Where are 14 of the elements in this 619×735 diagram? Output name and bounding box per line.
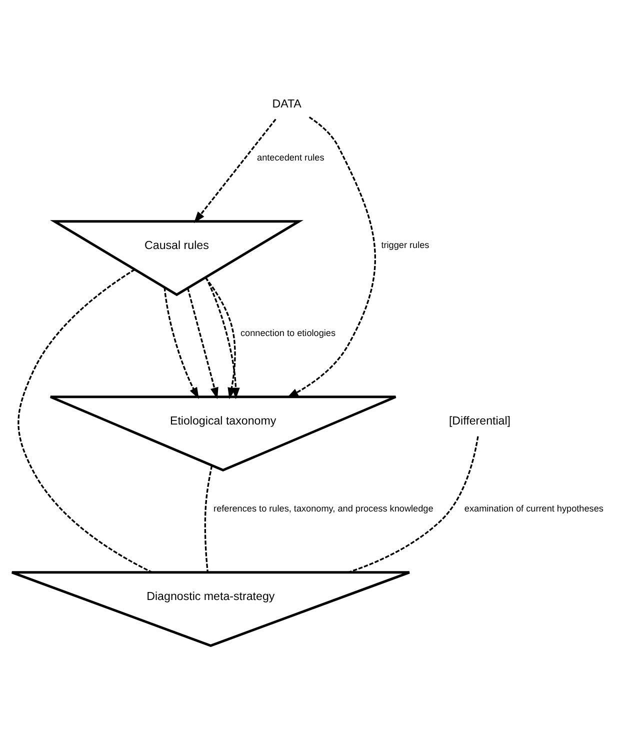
connector [204,466,213,572]
edge-label: examination of current hypotheses [464,503,604,514]
edge-label: references to rules, taxonomy, and process knowledge [214,503,434,514]
arrow [164,287,199,400]
connector [348,436,479,574]
node-text: [Differential] [448,415,511,428]
connector [18,268,153,574]
arrow [194,118,276,224]
arrow [286,116,376,398]
arrow [186,288,218,400]
node-text: DATA [272,98,302,110]
edge-label: antecedent rules [257,152,324,162]
edge-label: connection to etiologies [240,328,336,338]
edge-label: trigger rules [381,240,430,250]
